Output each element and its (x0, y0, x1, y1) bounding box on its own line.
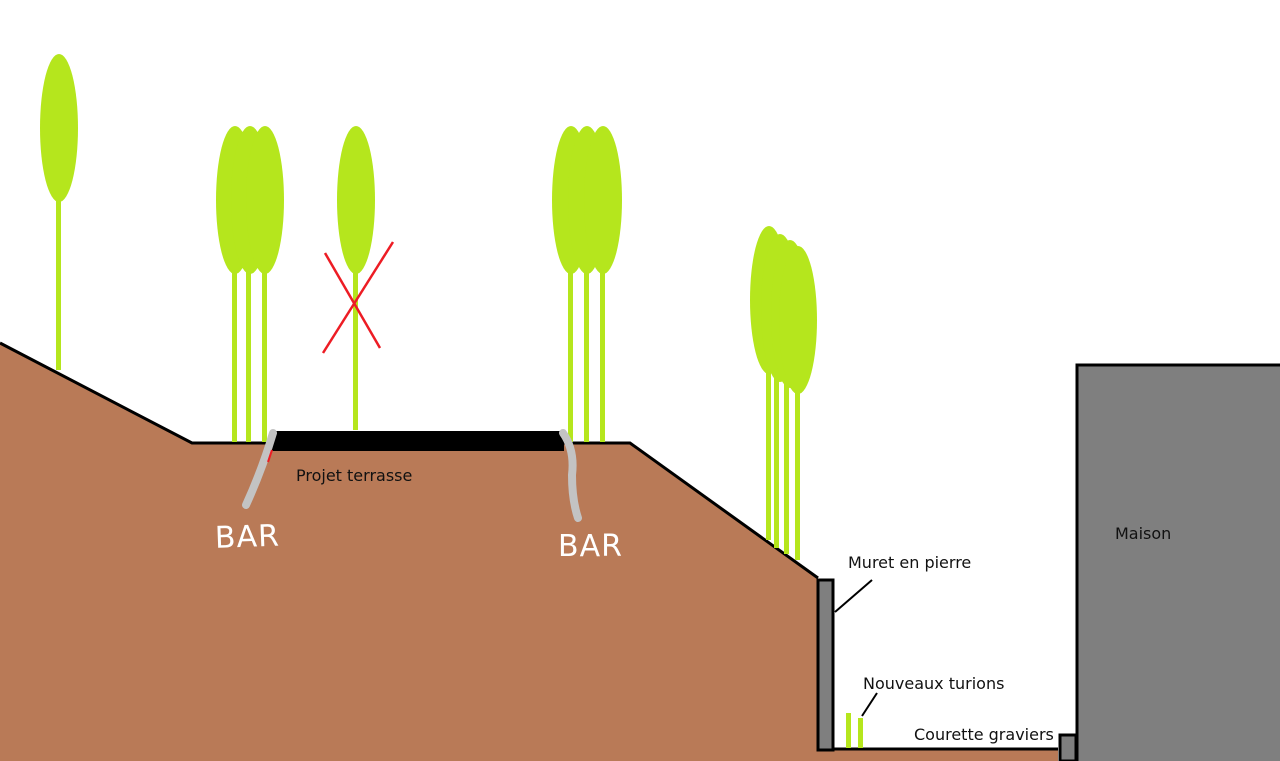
new-shoot (846, 713, 851, 748)
root-barrier-left-red-edge (267, 449, 273, 463)
label-wall: Muret en pierre (848, 553, 971, 572)
bamboo-clump-left (40, 54, 78, 370)
new-shoot (858, 718, 863, 748)
label-gravel: Courette graviers (914, 725, 1054, 744)
root-barrier-left (242, 429, 277, 509)
courtyard-ground (818, 748, 1058, 761)
label-bar-left: BAR (214, 519, 280, 556)
soil-slope (0, 343, 818, 761)
label-terrace: Projet terrasse (296, 466, 412, 485)
bamboo-clump-terrace-right (552, 126, 622, 442)
root-barrier-right (559, 429, 582, 522)
terrace-slab (272, 431, 564, 451)
red-cross-mark (321, 241, 395, 354)
stone-wall (816, 578, 835, 752)
shoots-pointer (861, 692, 878, 717)
label-house: Maison (1115, 524, 1171, 543)
house-step (1058, 733, 1078, 761)
label-bar-right: BAR (558, 529, 623, 564)
bamboo-clump-slope (750, 226, 817, 560)
bamboo-clump-terrace-left (216, 126, 284, 442)
wall-pointer (834, 579, 873, 613)
house (1075, 363, 1280, 761)
red-cross-mark (323, 252, 382, 349)
bamboo-removed (321, 126, 395, 430)
label-shoots: Nouveaux turions (863, 674, 1004, 693)
